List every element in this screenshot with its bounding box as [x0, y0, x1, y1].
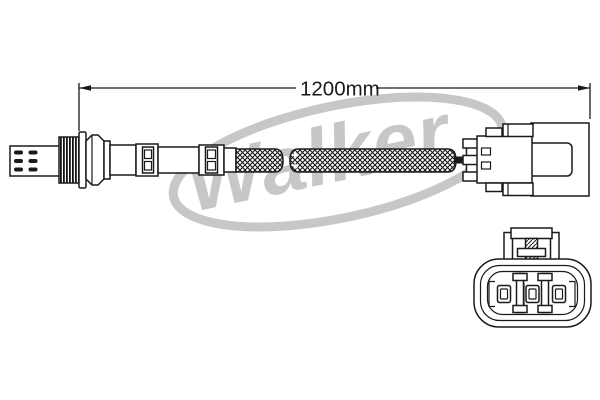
terminal-pin-slot: [499, 288, 509, 300]
vent-slot: [14, 150, 23, 155]
vent-slot: [14, 159, 23, 163]
body-ring: [103, 140, 111, 180]
terminal-pin: [496, 284, 512, 304]
arrowhead-right-icon: [578, 85, 590, 91]
latch-cross-bar: [516, 247, 547, 258]
divider-end-tab: [537, 272, 553, 282]
divider-end-tab: [537, 304, 553, 314]
clamp-window: [206, 149, 217, 160]
latch-tab-bottom-small: [485, 182, 503, 193]
terminal-window: [480, 147, 492, 156]
clamp-window: [143, 160, 153, 171]
vent-slots: [14, 150, 38, 172]
connector-front-view: [473, 227, 592, 328]
terminal-pin: [551, 284, 567, 304]
face-inner-ring: [486, 270, 579, 316]
clamp-window: [143, 149, 153, 160]
connector-housing: [476, 135, 533, 184]
clamp-band: [141, 146, 155, 174]
body-cylinder-1: [109, 144, 137, 176]
cable-braid-segment: [235, 148, 284, 173]
latch-tab-top-small: [485, 127, 503, 138]
braid-end-dot: [293, 152, 298, 158]
braid-end-dot: [293, 164, 298, 169]
divider-end-tab: [512, 304, 528, 314]
clamp-window: [206, 160, 217, 171]
terminal-pin-slot: [554, 288, 564, 300]
dimension-label: 1200mm: [300, 78, 380, 101]
terminal-pin-slot: [528, 288, 537, 300]
vent-slot: [28, 159, 38, 163]
arrowhead-left-icon: [79, 85, 91, 91]
terminal-window: [480, 161, 492, 170]
terminal-bracket: [569, 280, 576, 308]
cable-neck: [223, 147, 237, 173]
vent-slot: [14, 167, 23, 172]
boot-rib: [462, 171, 479, 182]
body-cylinder-2: [157, 146, 200, 174]
dimension-callout: 1200mm: [78, 78, 591, 131]
latch-tab-top-large: [502, 123, 534, 138]
cable-braid-segment: [289, 148, 457, 173]
boot-rib: [462, 138, 479, 149]
clamp-band: [204, 146, 219, 174]
latch-tab-bottom-large: [502, 182, 534, 197]
face-seal-ring: [479, 264, 586, 322]
latch-top-bar: [510, 227, 553, 240]
vent-slot: [28, 167, 38, 172]
flange-washer: [78, 131, 87, 189]
hex-nut: [85, 134, 105, 186]
divider-end-tab: [512, 272, 528, 282]
terminal-bracket: [488, 280, 495, 308]
terminal-pin: [525, 284, 540, 304]
boot-rib: [462, 154, 479, 166]
thread-section: [58, 136, 81, 184]
lead-wire: [454, 156, 468, 164]
sensor-side-view: [9, 122, 590, 197]
vent-slot: [28, 150, 38, 155]
